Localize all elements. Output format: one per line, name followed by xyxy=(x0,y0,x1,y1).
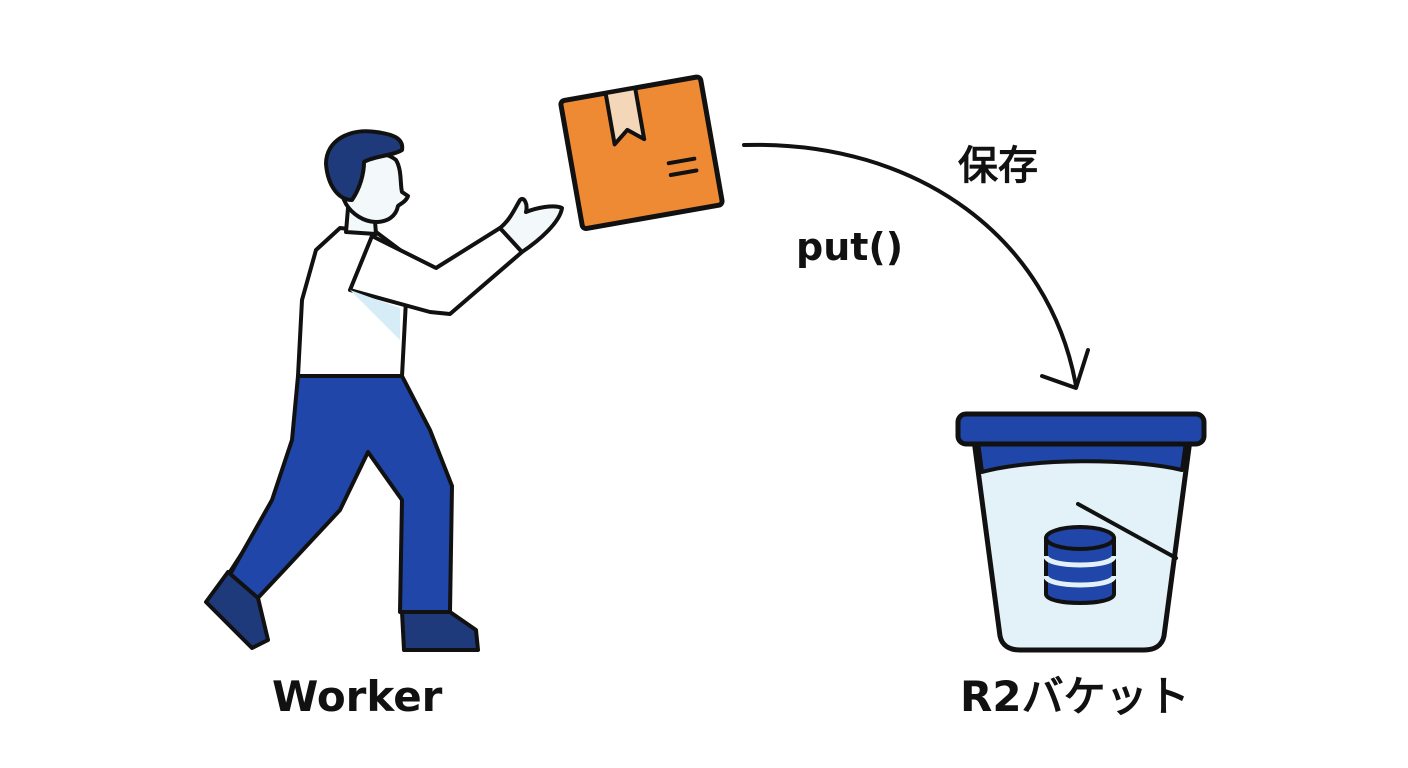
arrow-head xyxy=(1040,348,1090,390)
bucket-icon xyxy=(955,411,1207,653)
bucket-rim xyxy=(955,411,1207,447)
bucket-label: R2バケット xyxy=(960,672,1190,721)
box-tape xyxy=(603,85,647,147)
db-band-1 xyxy=(1043,554,1117,568)
action-label: 保存 xyxy=(958,143,1038,189)
curved-arrow-icon xyxy=(742,142,1090,390)
trousers xyxy=(226,374,454,614)
method-label: put() xyxy=(796,225,904,269)
back-shoe xyxy=(204,570,270,650)
box-mark-1 xyxy=(666,156,697,166)
worker-person-icon xyxy=(204,129,564,652)
shirt-shade xyxy=(350,290,400,340)
worker-label: Worker xyxy=(272,672,443,721)
bucket-inner-band xyxy=(976,440,1188,474)
package-box-icon xyxy=(558,74,725,231)
box-mark-2 xyxy=(668,168,699,178)
db-band-2 xyxy=(1043,574,1117,588)
hair xyxy=(324,129,405,202)
arrow-curve xyxy=(742,142,1078,388)
db-top xyxy=(1044,525,1116,551)
hand xyxy=(498,197,564,254)
bucket-handle xyxy=(1076,502,1178,560)
db-body xyxy=(1044,536,1116,605)
arm xyxy=(348,226,524,316)
database-icon xyxy=(1043,525,1117,605)
front-shoe xyxy=(400,610,480,652)
box-body xyxy=(558,74,725,231)
